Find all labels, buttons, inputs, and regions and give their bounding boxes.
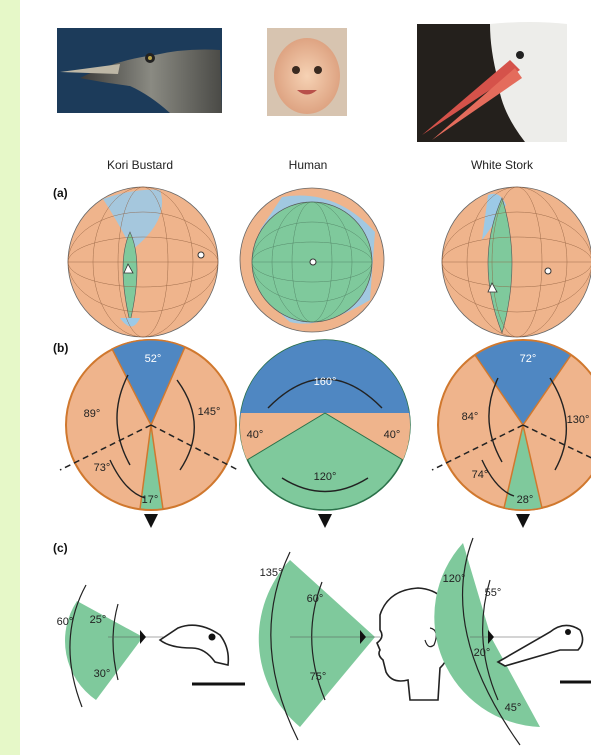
- b-stork-right: 130°: [567, 414, 590, 426]
- panel-label-a: (a): [53, 186, 68, 200]
- panel-label-b: (b): [53, 341, 68, 355]
- b-bustard-bottom: 17°: [142, 494, 159, 506]
- label-kori-bustard: Kori Bustard: [107, 158, 173, 172]
- b-bustard-right: 145°: [198, 406, 221, 418]
- b-stork-left: 84°: [462, 411, 479, 423]
- globe-kori-bustard: [68, 187, 218, 337]
- label-white-stork: White Stork: [471, 158, 534, 172]
- figure-panel: Kori Bustard Human White Stork (a) (b) (…: [20, 0, 591, 755]
- c-stork-down: 45°: [505, 702, 522, 714]
- b-stork-top: 72°: [520, 353, 537, 365]
- globe-white-stork: [442, 187, 591, 337]
- b-bustard-top: 52°: [145, 353, 162, 365]
- b-bustard-left: 89°: [84, 408, 101, 420]
- c-bustard-total: 60°: [57, 616, 74, 628]
- side-view-human: [259, 552, 452, 740]
- c-human-down: 75°: [310, 671, 327, 683]
- label-human: Human: [289, 158, 328, 172]
- b-human-left: 40°: [247, 429, 264, 441]
- c-human-up: 60°: [307, 593, 324, 605]
- b-human-right: 40°: [384, 429, 401, 441]
- human-baby-photo: [267, 28, 347, 116]
- c-bustard-down: 30°: [94, 668, 111, 680]
- b-stork-bottom: 28°: [517, 494, 534, 506]
- b-human-bottom: 120°: [314, 471, 337, 483]
- sector-diagram-white-stork: [432, 340, 591, 528]
- c-bustard-up: 25°: [90, 614, 107, 626]
- c-stork-mid: 20°: [474, 647, 491, 659]
- b-human-top: 160°: [314, 376, 337, 388]
- globe-human: [240, 188, 384, 332]
- side-view-kori-bustard: [65, 585, 245, 707]
- c-stork-total: 120°: [443, 573, 466, 585]
- panel-label-c: (c): [53, 541, 68, 555]
- comparative-visual-field-figure: Kori Bustard Human White Stork (a) (b) (…: [20, 0, 591, 755]
- b-stork-low: 74°: [472, 469, 489, 481]
- kori-bustard-photo: [57, 28, 222, 113]
- c-stork-up: 55°: [485, 587, 502, 599]
- b-bustard-low: 73°: [94, 462, 111, 474]
- white-stork-photo: [417, 22, 567, 142]
- c-human-total: 135°: [260, 567, 283, 579]
